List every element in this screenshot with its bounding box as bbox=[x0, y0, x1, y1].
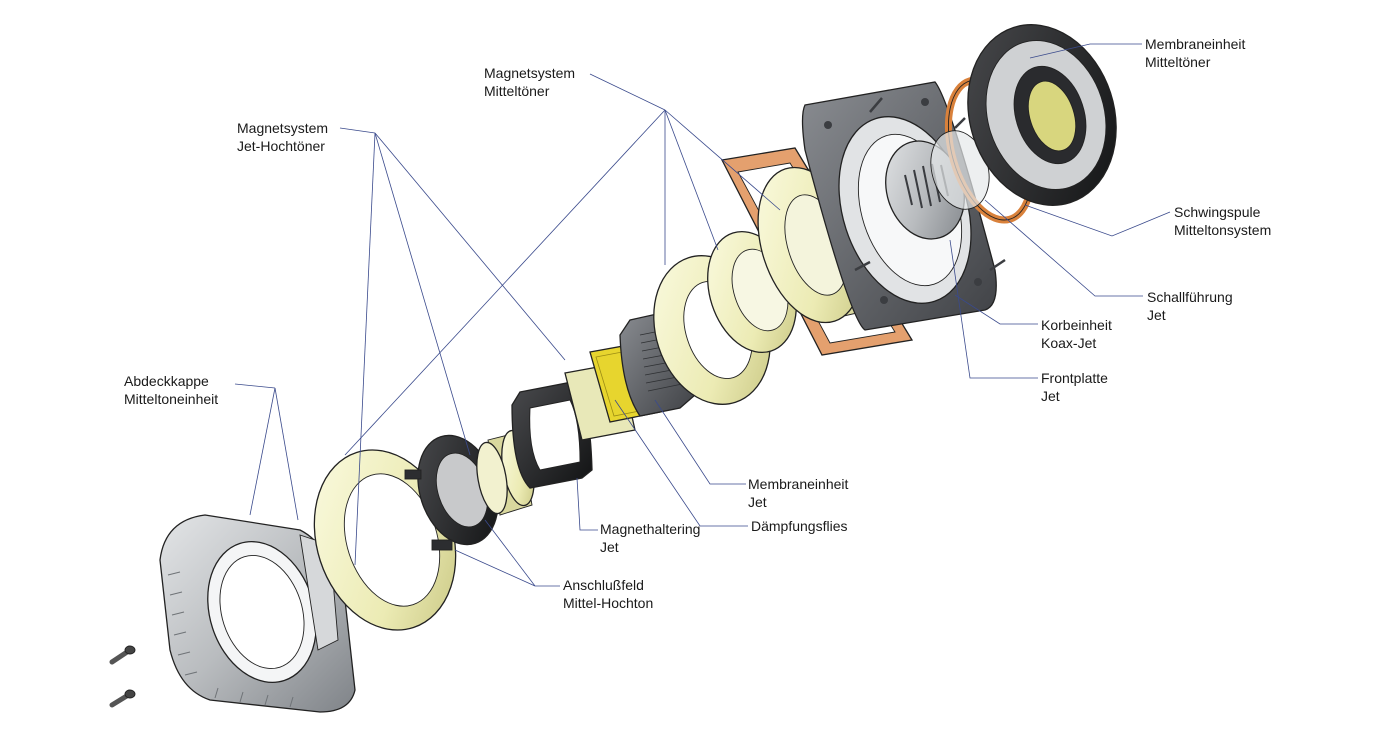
leader-lines bbox=[234, 43, 1171, 587]
label-frontplatte-jet: Frontplatte Jet bbox=[1041, 370, 1112, 404]
screw-lower bbox=[109, 689, 136, 708]
magnethaltering-part bbox=[511, 381, 593, 489]
membraneinheit-mitteltoner-part bbox=[967, 24, 1117, 206]
label-schallfuhrung-jet: Schallführung Jet bbox=[1147, 289, 1237, 323]
abdeckkappe-housing bbox=[159, 514, 356, 713]
label-anschlussfeld-mittel-hochton: Anschlußfeld Mittel-Hochton bbox=[563, 577, 653, 611]
label-dampfungsflies: Dämpfungsflies bbox=[751, 518, 848, 534]
label-magnetsystem-jet-hochtoner: Magnetsystem Jet-Hochtöner bbox=[237, 120, 332, 154]
label-schwingspule-mitteltonsystem: Schwingspule Mitteltonsystem bbox=[1174, 204, 1271, 238]
screw-upper bbox=[109, 645, 136, 665]
label-magnetsystem-mitteltoner: Magnetsystem Mitteltöner bbox=[484, 65, 579, 99]
label-korbeinheit-koax-jet: Korbeinheit Koax-Jet bbox=[1041, 317, 1116, 351]
label-magnethaltering-jet: Magnethaltering Jet bbox=[600, 521, 704, 555]
label-abdeckkappe-mitteltoneinheit: Abdeckkappe Mitteltoneinheit bbox=[124, 373, 218, 407]
label-membraneinheit-jet: Membraneinheit Jet bbox=[748, 476, 852, 510]
label-membraneinheit-mitteltoner: Membraneinheit Mitteltöner bbox=[1145, 36, 1249, 70]
